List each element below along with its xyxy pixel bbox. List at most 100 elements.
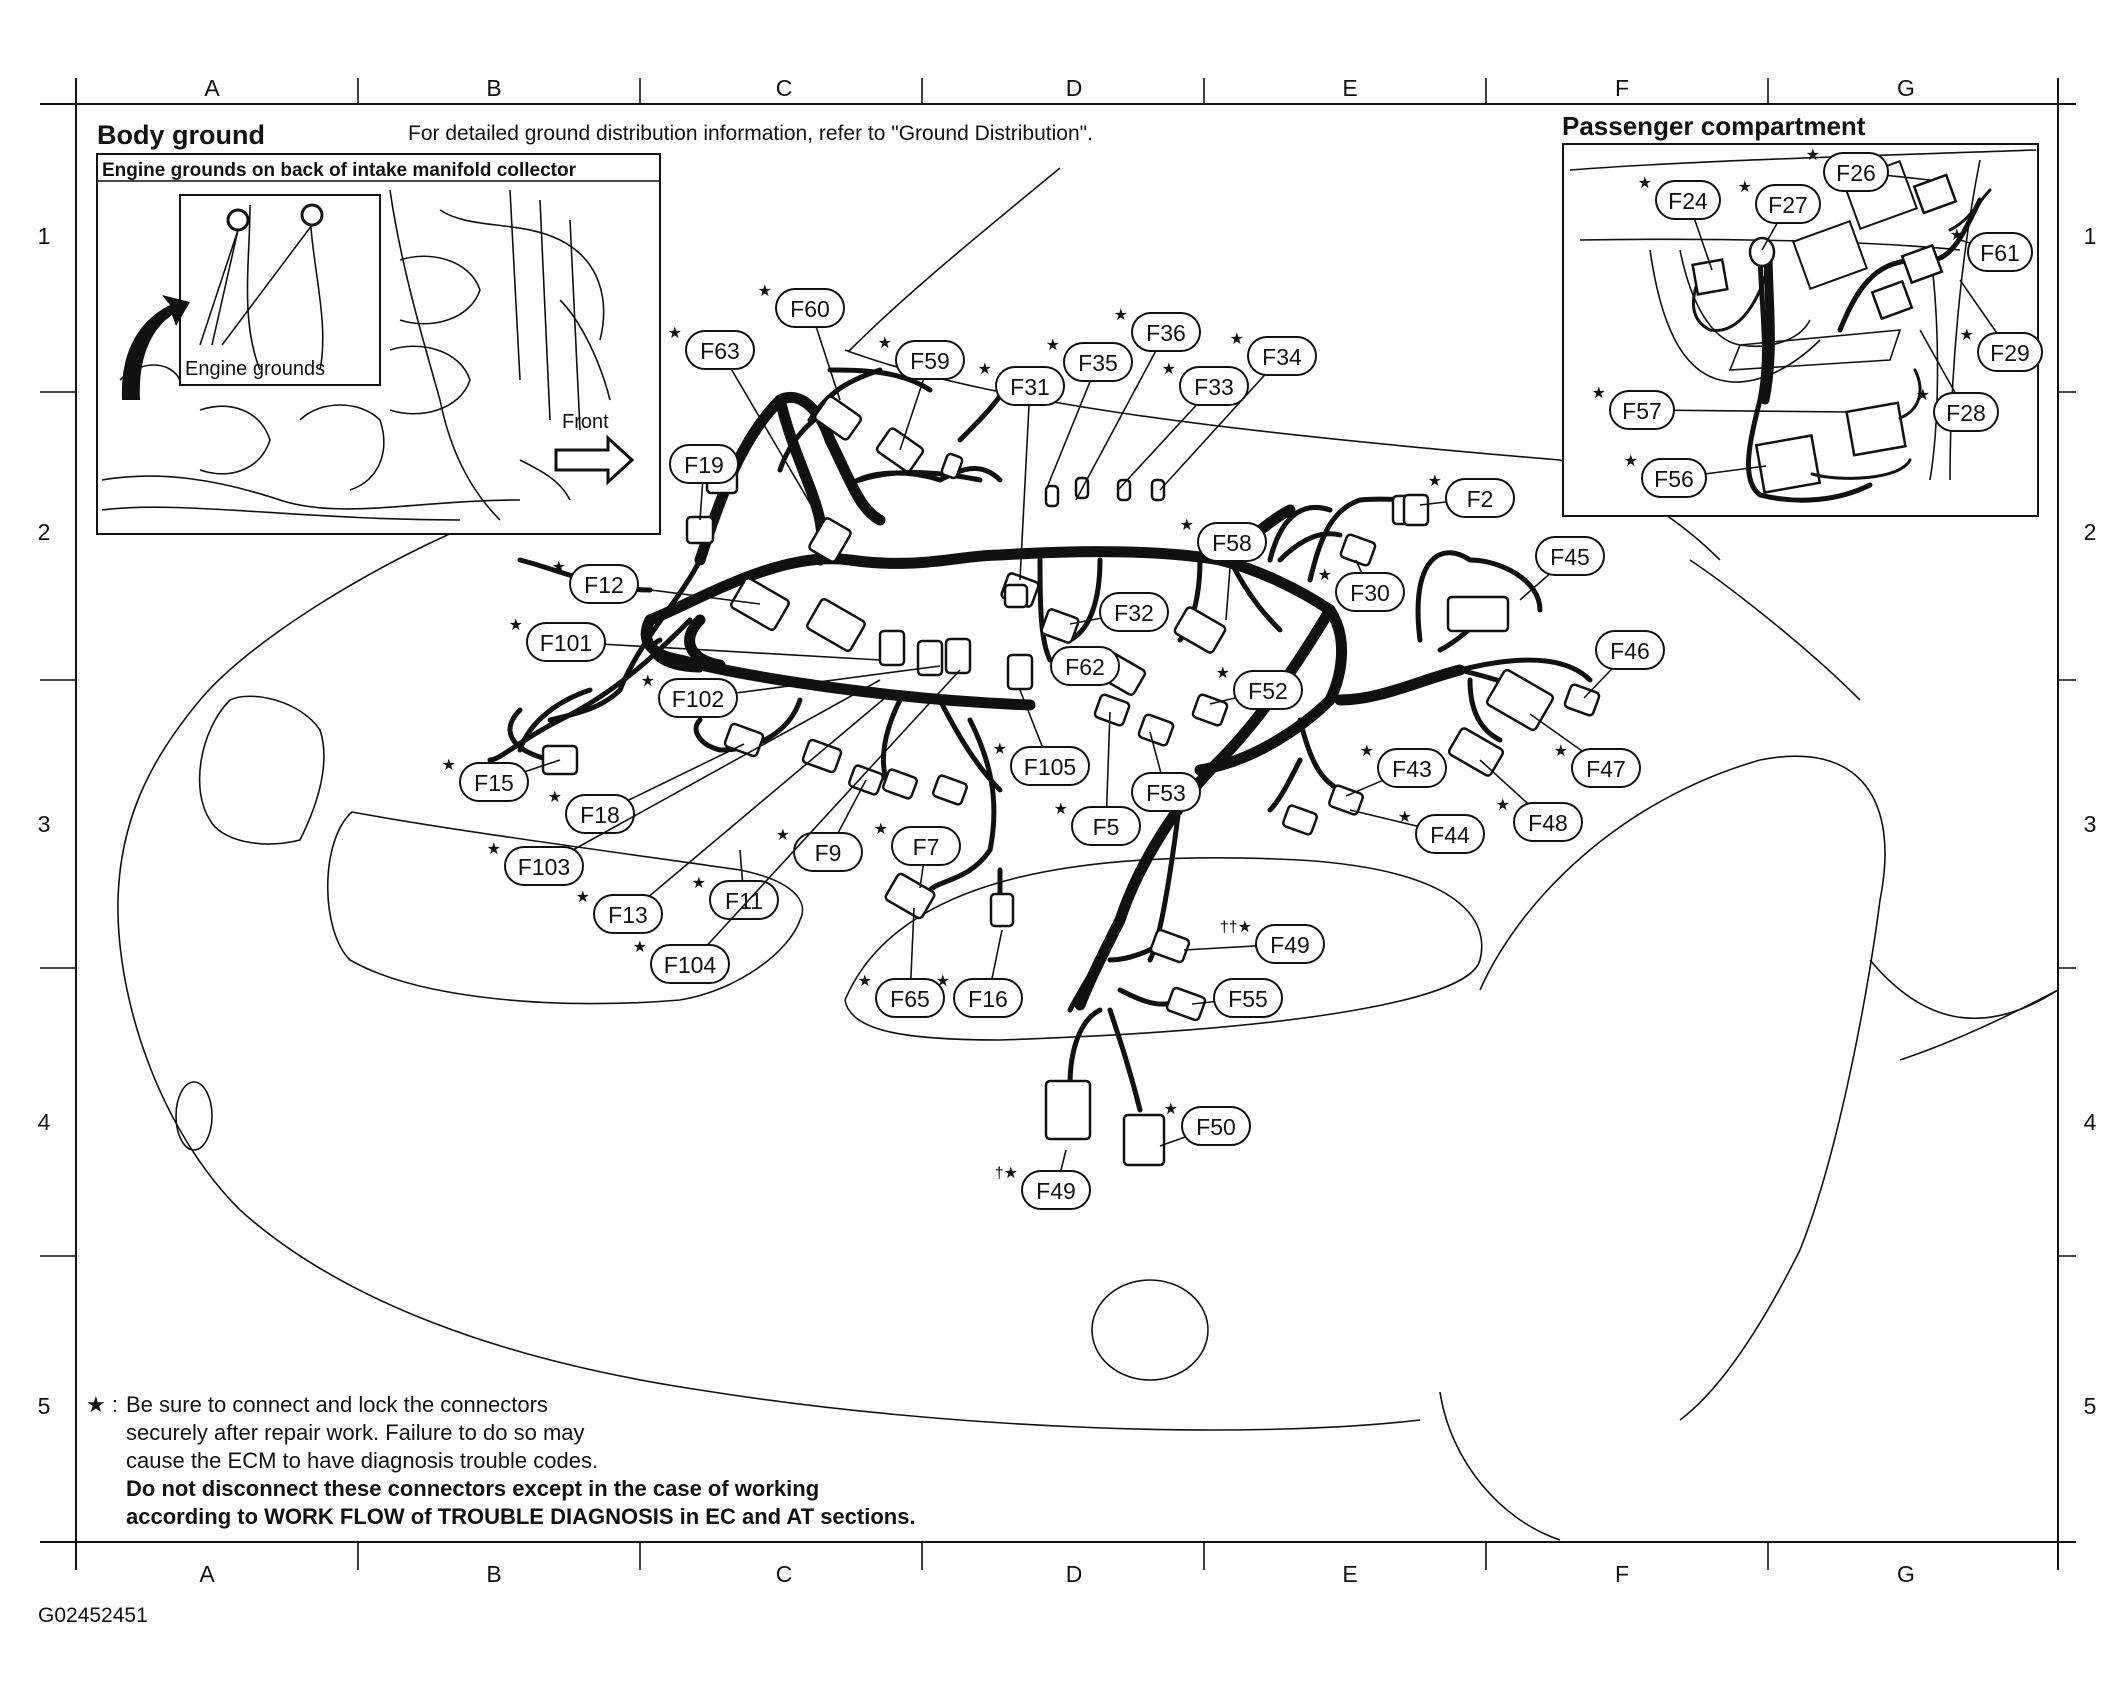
connector-label: F102	[672, 686, 724, 712]
row-label-3: 3	[38, 811, 51, 837]
connector-label: F52	[1248, 678, 1288, 704]
connector-callout-f9: F9★	[776, 779, 867, 872]
connector-label: F46	[1610, 638, 1650, 664]
engine-grounds-label: Engine grounds	[185, 358, 325, 380]
star-icon: ★	[1916, 387, 1930, 404]
connector-callout-f34: F34★	[1159, 331, 1317, 491]
connector-callout-f19: F19	[669, 444, 739, 521]
connector-body	[1044, 484, 1060, 508]
connector-body	[916, 639, 944, 677]
connector-callout-f43: F43★	[1345, 743, 1447, 797]
row-label-4: 4	[2084, 1109, 2097, 1135]
connector-label: F49	[1270, 932, 1310, 958]
connector-callout-f35: F35★	[1045, 337, 1133, 491]
column-label-e: E	[1342, 75, 1357, 101]
connector-body	[1122, 1113, 1166, 1167]
row-label-2: 2	[38, 519, 51, 545]
figure-id: G02452451	[38, 1604, 148, 1627]
connector-label: F104	[664, 952, 717, 978]
connector-body	[944, 637, 972, 675]
connector-body	[1191, 693, 1229, 727]
star-icon: ★	[641, 673, 655, 690]
connector-body	[1282, 804, 1318, 836]
connector-callout-f28: F28★	[1916, 329, 1999, 432]
star-icon: ★	[1738, 179, 1752, 196]
connector-label: F18	[580, 802, 620, 828]
row-label-1: 1	[38, 223, 51, 249]
connector-body	[1485, 668, 1555, 732]
connector-label: F50	[1196, 1114, 1236, 1140]
star-icon: ★	[978, 361, 992, 378]
star-icon: ★	[1638, 175, 1652, 192]
connector-callout-f59: F59★	[878, 335, 965, 451]
connector-label: F60	[790, 296, 830, 322]
connector-body	[1446, 595, 1510, 633]
connector-body	[1006, 653, 1034, 691]
connector-label: F26	[1836, 160, 1876, 186]
star-icon: ★	[668, 325, 682, 342]
connector-callout-f60: F60★	[758, 283, 845, 401]
connector-callout-f61: F61★	[1950, 227, 2033, 272]
connector-label: F105	[1024, 754, 1076, 780]
star-icon: ★	[1162, 361, 1176, 378]
footnote-marker: ★ :	[86, 1392, 118, 1417]
connector-body	[1150, 478, 1166, 502]
connector-body	[806, 597, 866, 653]
connector-callout-f103: F103★	[487, 679, 881, 886]
column-label-d: D	[1066, 75, 1083, 101]
connector-callout-f31: F31★	[978, 361, 1065, 581]
row-label-2: 2	[2084, 519, 2097, 545]
star-icon: ★	[1554, 743, 1568, 760]
connector-body	[813, 395, 863, 441]
inset-caption: Engine grounds on back of intake manifol…	[102, 160, 577, 181]
star-icon: ★	[1180, 517, 1194, 534]
row-label-5: 5	[2084, 1393, 2097, 1419]
connector-label: F43	[1392, 756, 1432, 782]
star-icon: ★	[858, 973, 872, 990]
connector-label: F24	[1668, 188, 1708, 214]
connector-bodies	[541, 395, 1601, 1167]
connector-callout-f49: F49†★	[995, 1149, 1091, 1210]
connector-label: F65	[890, 986, 930, 1012]
connector-callout-f13: F13★	[576, 691, 893, 934]
ground-distribution-note: For detailed ground distribution informa…	[408, 122, 1093, 145]
connector-body	[940, 452, 964, 480]
star-icon: ★	[1054, 801, 1068, 818]
connector-callout-f32: F32	[1069, 592, 1169, 632]
connector-callout-f50: F50★	[1159, 1101, 1251, 1147]
star-icon: ★	[1624, 453, 1638, 470]
connector-body	[1040, 608, 1080, 644]
connector-label: F62	[1065, 654, 1105, 680]
connector-body	[884, 872, 936, 920]
connector-callout-f46: F46	[1583, 630, 1665, 699]
connector-label: F49	[1036, 1178, 1076, 1204]
star-icon: ★	[1950, 227, 1964, 244]
connector-label: F36	[1146, 320, 1186, 346]
star-icon: ★	[878, 335, 892, 352]
connector-callout-f58: F58★	[1180, 517, 1267, 621]
column-label-g: G	[1897, 1561, 1915, 1587]
connector-callout-f47: F47 ★	[1529, 713, 1641, 788]
connector-body	[1149, 928, 1191, 964]
body-ground-title: Body ground	[97, 120, 265, 150]
star-icon: ★	[936, 973, 950, 990]
connector-label: F15	[474, 770, 514, 796]
connector-body	[1563, 683, 1601, 717]
connector-callout-f26: F26★	[1806, 147, 1931, 192]
star-icon: ★	[1592, 385, 1606, 402]
connector-body	[808, 517, 852, 563]
star-icon: ★	[1230, 331, 1244, 348]
connector-callout-f11: F11★	[692, 849, 779, 920]
connector-label: F47	[1586, 756, 1626, 782]
connector-label: F33	[1194, 374, 1234, 400]
column-label-b: B	[486, 1561, 501, 1587]
connector-body	[1339, 533, 1377, 567]
connector-body	[1328, 784, 1364, 816]
column-label-b: B	[486, 75, 501, 101]
connector-callout-f57: F57★	[1592, 385, 1851, 430]
column-label-f: F	[1615, 1561, 1629, 1587]
column-label-c: C	[776, 1561, 793, 1587]
connector-callout-f63: F63★	[668, 325, 821, 521]
